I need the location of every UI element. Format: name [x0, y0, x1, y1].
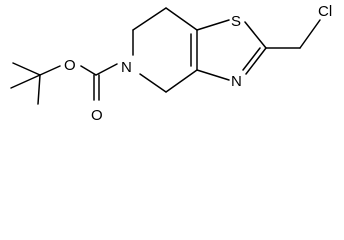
bond-ch2-ch2-top — [132, 7, 167, 31]
bond-ch2-chlorine — [299, 19, 321, 49]
bond-methyl-bottom — [37, 74, 41, 105]
atom-labels: S Cl N N O O — [64, 3, 332, 124]
chemical-structure-diagram: S Cl N N O O — [10, 3, 332, 124]
bond-nitrogen-fused — [196, 69, 230, 81]
bond-tbutyl-oxygen — [39, 65, 61, 76]
bond-fused-ch2-lower — [165, 69, 198, 93]
atom-ester-oxygen: O — [64, 57, 76, 74]
atom-sulfur: S — [231, 13, 241, 30]
bond-ch2-fused-top — [165, 7, 198, 31]
atom-carbonyl-oxygen: O — [91, 107, 103, 124]
atom-chlorine: Cl — [318, 3, 332, 20]
bond-oxygen-carbonyl — [80, 65, 97, 76]
bonds — [10, 7, 321, 105]
atom-thiazole-nitrogen: N — [231, 73, 242, 90]
bond-carbonyl-nitrogen — [95, 63, 118, 76]
bond-methyl-left — [10, 74, 41, 89]
bond-sulfur-c2 — [244, 21, 267, 49]
bond-fused-sulfur — [196, 19, 230, 31]
bond-c2-nitrogen-double-a — [245, 47, 267, 75]
bond-c2-nitrogen-double-b — [242, 47, 261, 71]
bond-ch2-nitrogen-lower — [139, 73, 167, 93]
bond-methyl-top — [12, 62, 41, 76]
atom-ring-nitrogen: N — [121, 59, 132, 76]
